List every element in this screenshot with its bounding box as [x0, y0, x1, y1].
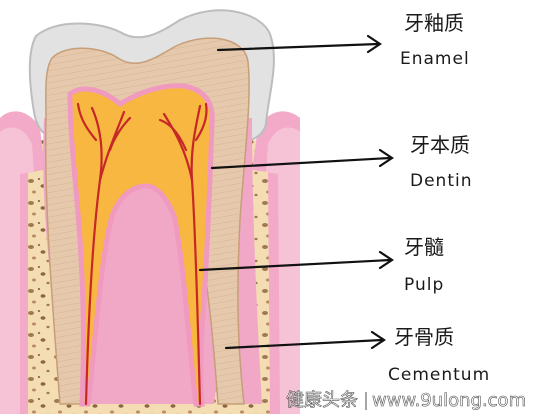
label-enamel: 牙釉质 Enamel: [216, 11, 470, 69]
label-pulp: 牙髓 Pulp: [198, 235, 444, 295]
label-cementum-en: Cementum: [388, 365, 490, 385]
pulp-chamber: [67, 83, 215, 407]
label-enamel-en: Enamel: [400, 49, 470, 69]
gum: [0, 111, 300, 414]
label-dentin-en: Dentin: [410, 171, 473, 191]
label-cementum: 牙骨质 Cementum: [224, 325, 490, 385]
label-enamel-zh: 牙釉质: [404, 11, 464, 35]
watermark: 健康头条 www.9ulong.com: [286, 390, 527, 412]
label-dentin: 牙本质 Dentin: [210, 133, 473, 191]
label-cementum-zh: 牙骨质: [394, 325, 454, 349]
label-pulp-en: Pulp: [404, 275, 444, 295]
label-pulp-zh: 牙髓: [404, 235, 444, 259]
nerve-vessels: [76, 102, 208, 406]
watermark-site: 健康头条: [286, 390, 358, 411]
label-dentin-zh: 牙本质: [410, 133, 470, 157]
watermark-url: www.9ulong.com: [372, 390, 526, 411]
